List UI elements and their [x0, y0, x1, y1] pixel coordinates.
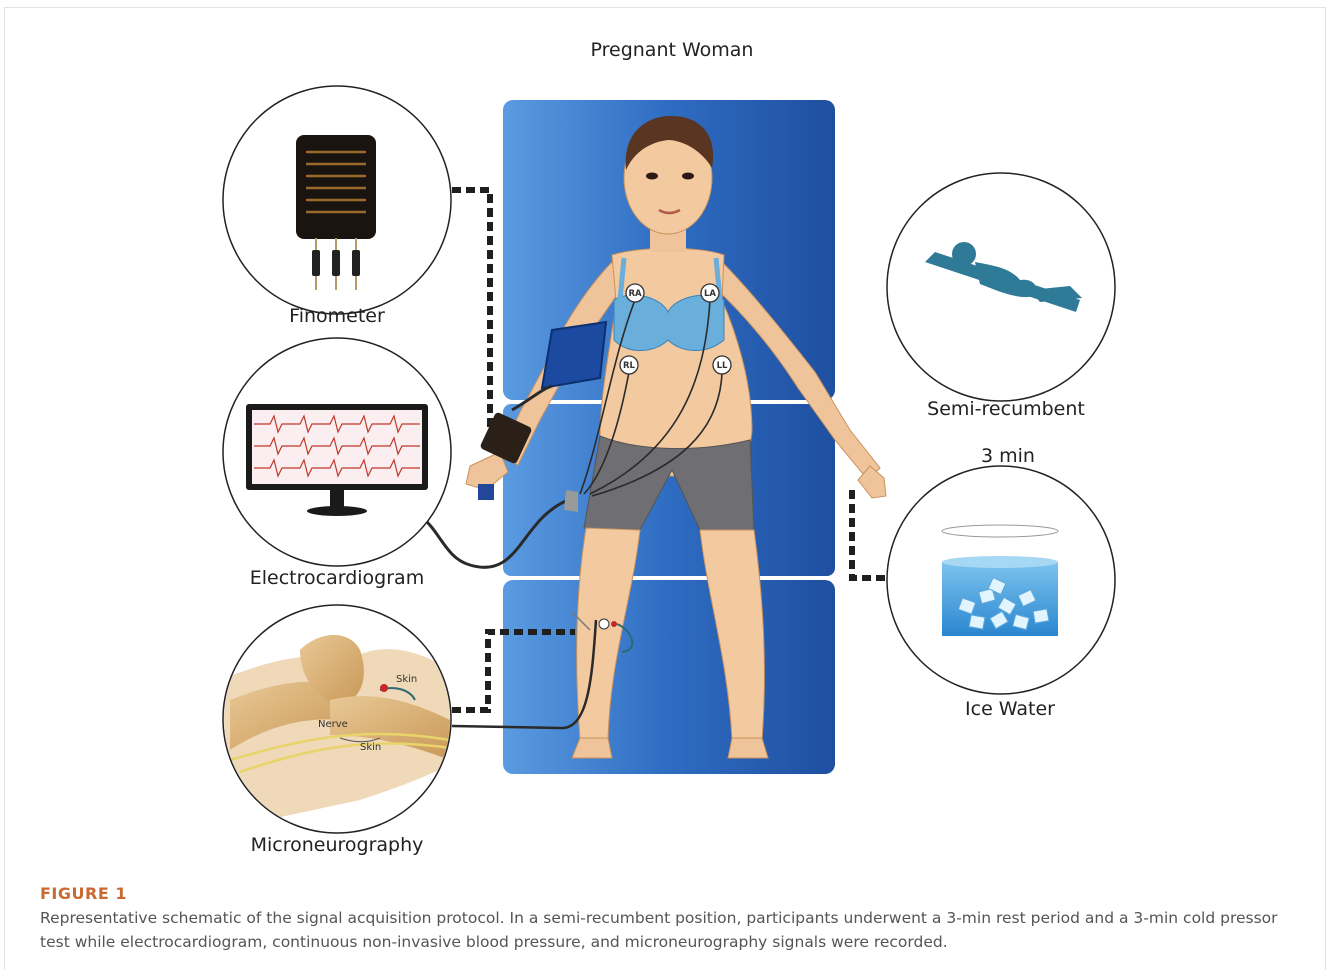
electrode-ra: RA	[628, 289, 642, 299]
ice-water-label: Ice Water	[965, 698, 1055, 720]
ice-water-panel	[887, 466, 1115, 694]
semi-recumbent-label: Semi-recumbent	[927, 398, 1085, 420]
finometer-connector	[452, 190, 490, 440]
electrode-la: LA	[704, 289, 716, 299]
knee-nerve-label: Nerve	[318, 719, 348, 730]
knee-skin-bottom-label: Skin	[360, 742, 381, 753]
finometer-label: Finometer	[289, 305, 385, 327]
diagram-title: Pregnant Woman	[591, 39, 754, 61]
knee-skin-top-label: Skin	[396, 674, 417, 685]
semi-recumbent-panel	[887, 173, 1115, 401]
figure-label: FIGURE 1	[40, 884, 127, 903]
electrocardiogram-label: Electrocardiogram	[250, 567, 424, 589]
electrode-rl: RL	[623, 361, 636, 371]
microneurography-label: Microneurography	[251, 834, 424, 856]
electrocardiogram-panel	[223, 338, 451, 566]
microneurography-panel: Skin Nerve Skin	[220, 605, 460, 833]
duration-label: 3 min	[981, 445, 1035, 467]
protocol-diagram: Pregnant Woman	[0, 0, 1329, 880]
electrode-ll: LL	[717, 361, 728, 371]
ice-water-connector	[852, 490, 888, 578]
finometer-panel	[223, 86, 451, 314]
ecg-connector	[564, 490, 578, 512]
figure-caption: Representative schematic of the signal a…	[40, 906, 1290, 954]
